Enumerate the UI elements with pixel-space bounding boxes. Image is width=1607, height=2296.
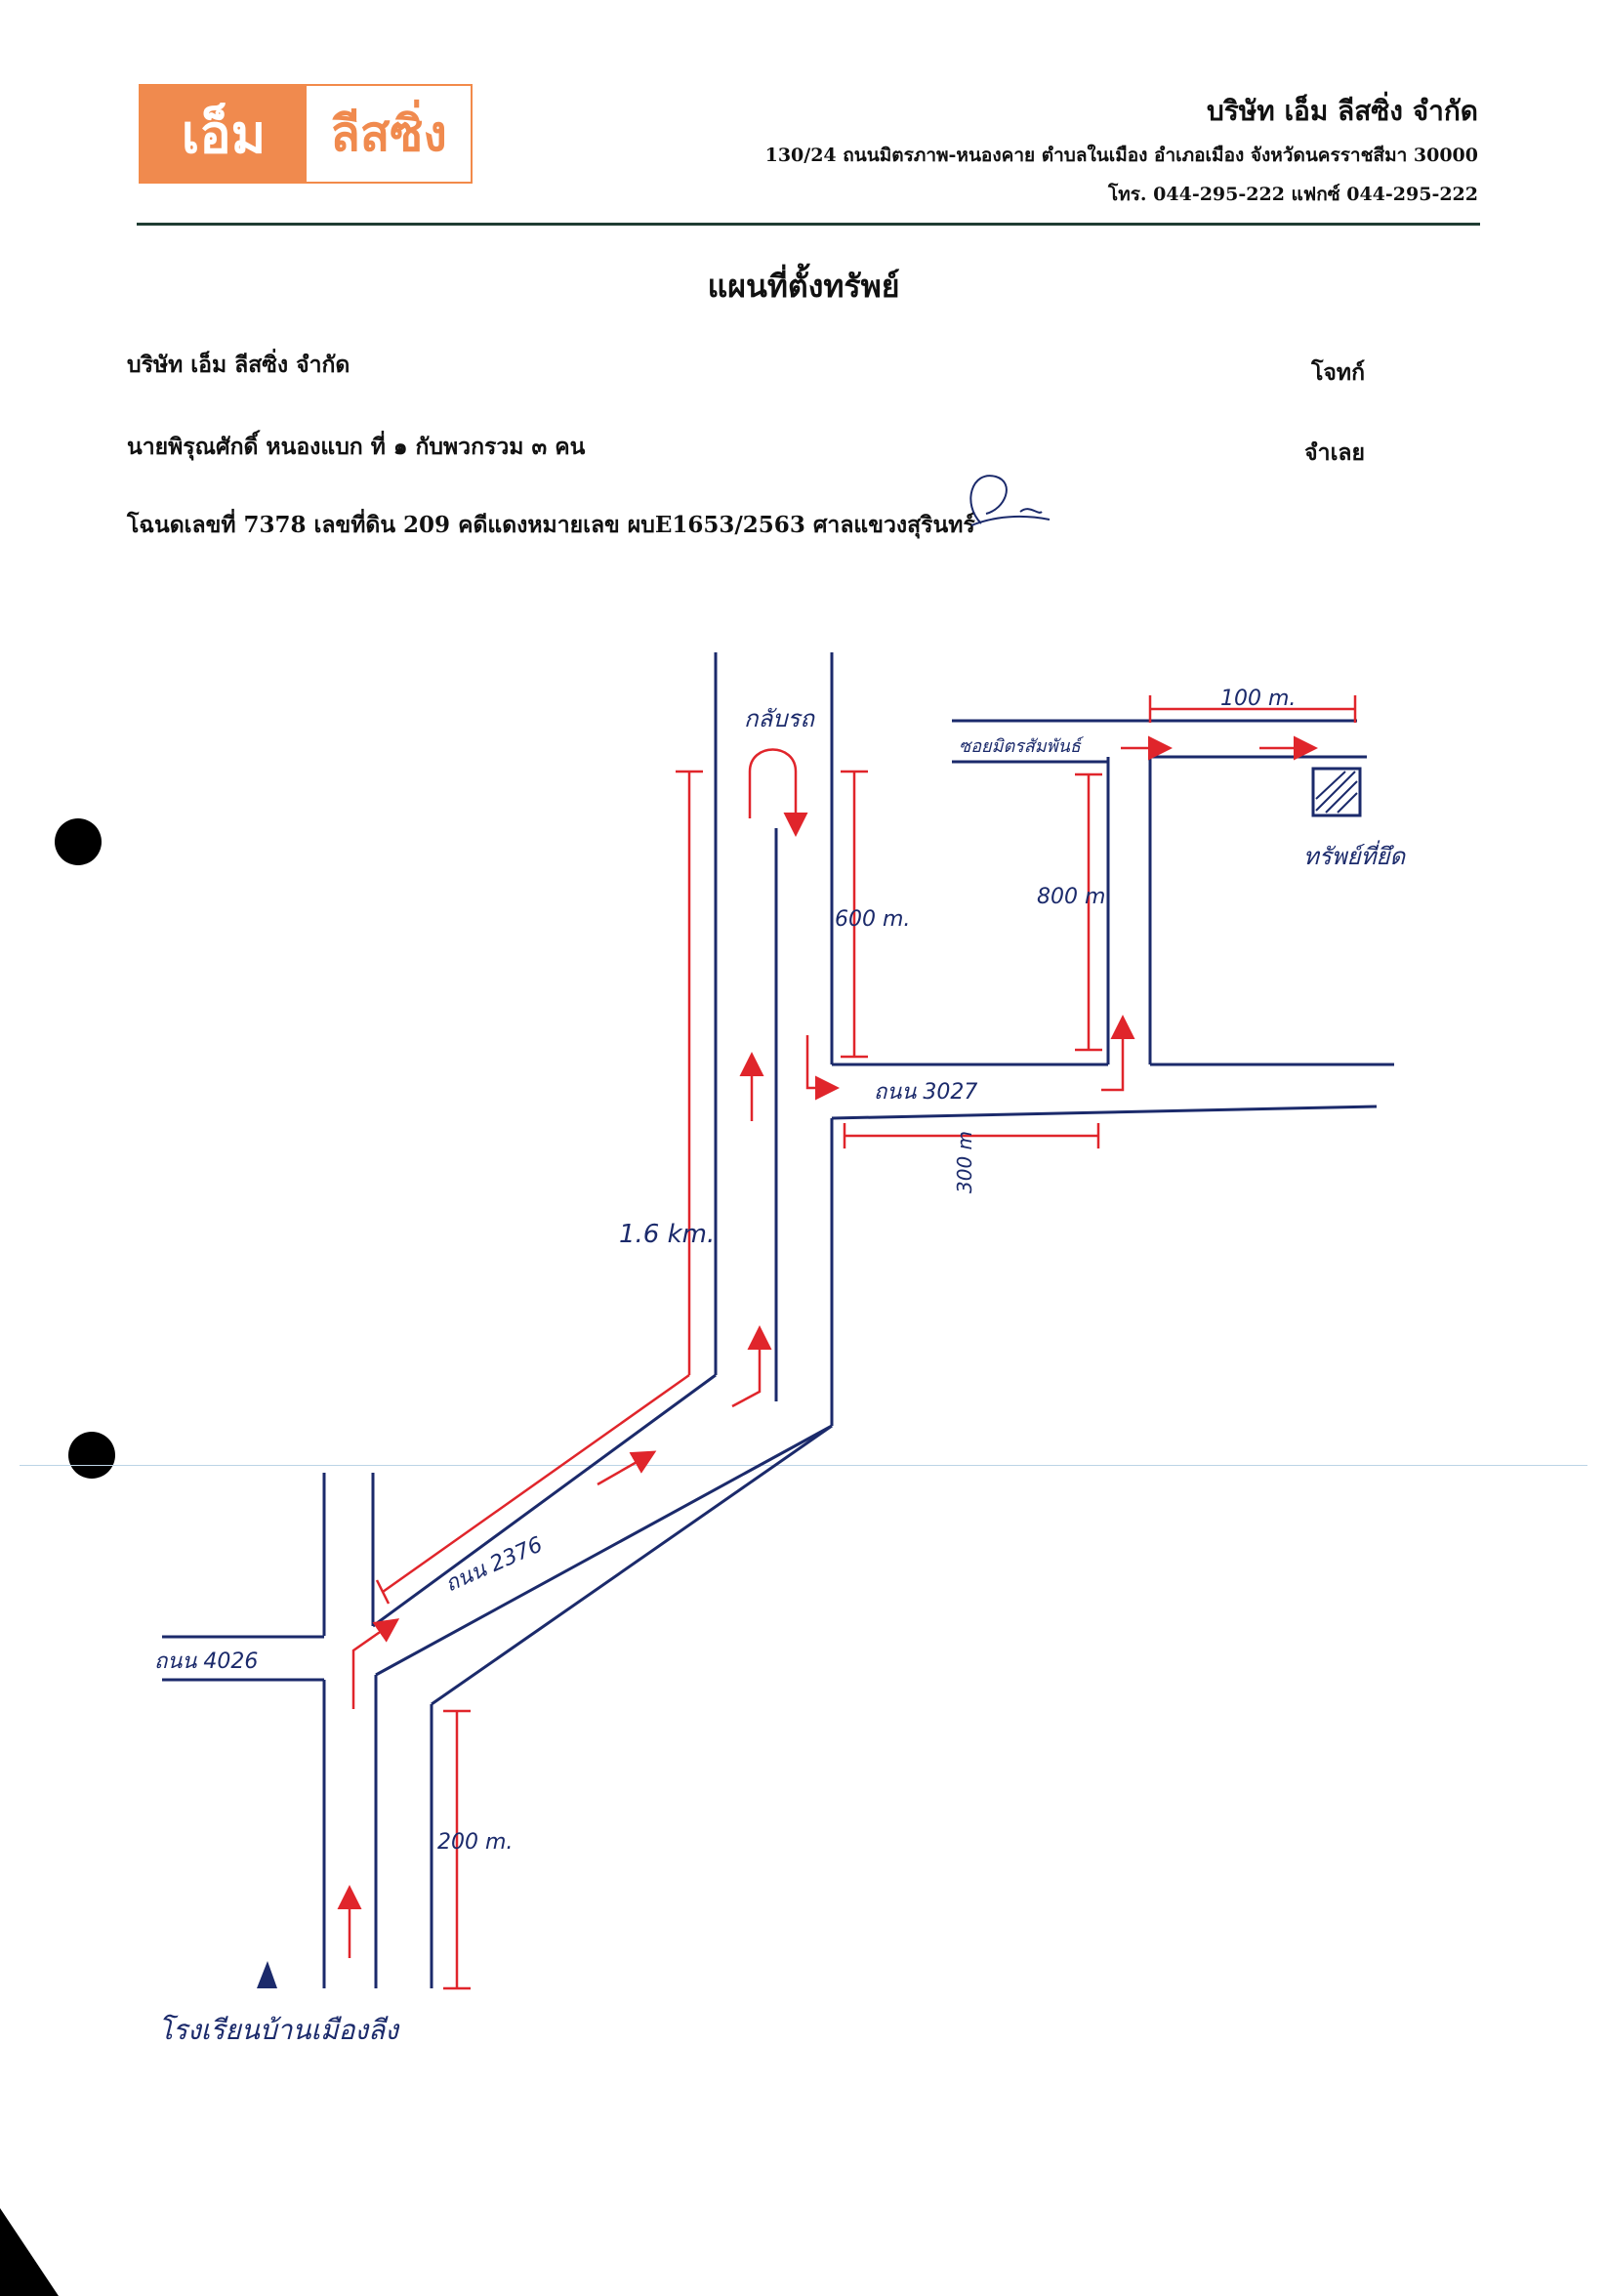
road-lines <box>162 652 1394 1988</box>
defendant-name: นายพิรุณศักดิ์ หนองแบก ที่ ๑ กับพวกรวม ๓… <box>127 434 586 460</box>
property-label: ทรัพย์ที่ยึด <box>1303 840 1406 870</box>
header-rule <box>137 223 1480 226</box>
soi-label: ซอยมิตรสัมพันธ์ <box>959 736 1085 757</box>
punch-hole-top <box>55 818 102 865</box>
company-contact: โทร. 044-295-222 แฟกซ์ 044-295-222 <box>1108 184 1478 205</box>
start-point-label: โรงเรียนบ้านเมืองลีง <box>158 2014 400 2046</box>
property-marker <box>1311 767 1362 817</box>
company-logo: เอ็ม ลีสซิ่ง <box>139 84 473 184</box>
road-3027-label: ถนน 3027 <box>874 1080 977 1105</box>
plaintiff-name: บริษัท เอ็ม ลีสซิ่ง จำกัด <box>127 352 350 378</box>
road-4026-label: ถนน 4026 <box>154 1649 258 1674</box>
dist-800m-label: 800 m <box>1037 885 1105 909</box>
dist-200m-label: 200 m. <box>437 1830 513 1855</box>
plaintiff-role: โจทก์ <box>1311 359 1365 386</box>
dist-100m-label: 100 m. <box>1220 687 1296 711</box>
document-title: แผนที่ตั้งทรัพย์ <box>707 268 900 305</box>
logo-part1: เอ็ม <box>141 86 307 182</box>
dist-300m-label: 300 m <box>953 1131 976 1193</box>
punch-hole-bottom <box>68 1432 115 1479</box>
signature <box>969 475 1051 526</box>
dist-1-6km-label: 1.6 km. <box>619 1220 715 1249</box>
logo-part2: ลีสซิ่ง <box>307 86 471 182</box>
defendant-role: จำเลย <box>1304 439 1365 466</box>
distance-markers <box>375 695 1357 1990</box>
route-arrows <box>337 735 1318 1958</box>
dist-600m-label: 600 m. <box>835 907 910 932</box>
deed-line: โฉนดเลขที่ 7378 เลขที่ดิน 209 คดีแดงหมาย… <box>127 512 975 538</box>
company-name: บริษัท เอ็ม ลีสซิ่ง จำกัด <box>1206 95 1478 127</box>
start-point-marker <box>257 1961 277 1988</box>
scan-corner-mark <box>0 2208 59 2296</box>
scan-margin-line <box>20 1465 1587 1466</box>
u-turn-label: กลับรถ <box>744 705 815 732</box>
company-address: 130/24 ถนนมิตรภาพ-หนองคาย ตำบลในเมือง อำ… <box>764 145 1478 166</box>
